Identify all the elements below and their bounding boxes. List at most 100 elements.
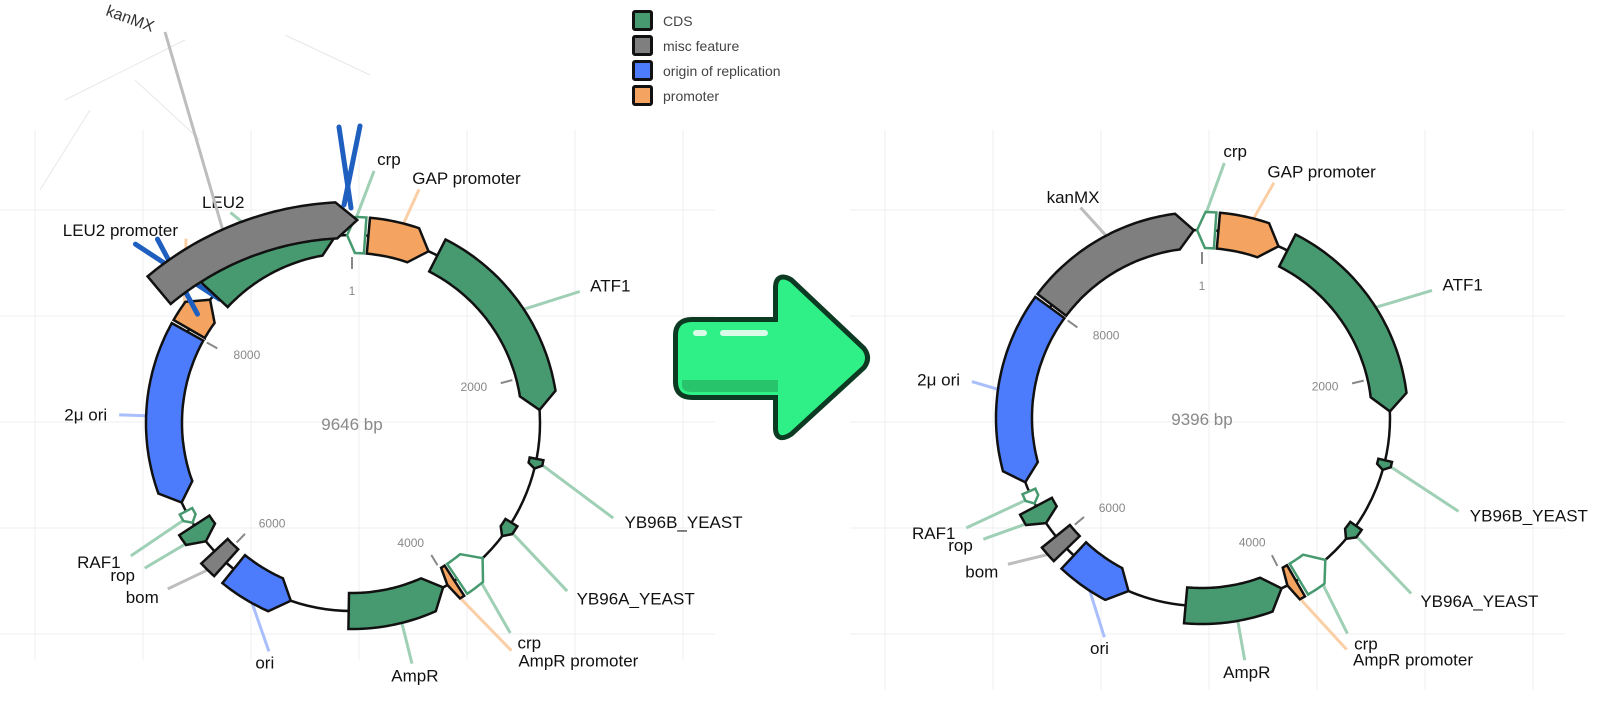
transition-arrow: [673, 274, 870, 441]
feature-label: LEU2: [202, 193, 245, 212]
feature-label: ori: [1090, 639, 1109, 658]
feature-leader-line: [1355, 535, 1413, 595]
feature-2u-ori[interactable]: 2μ ori: [64, 321, 205, 505]
legend-swatch-promoter: [632, 85, 653, 106]
feature-yb96b-yeast[interactable]: YB96B_YEAST: [527, 456, 743, 533]
excised-feature-kanmx[interactable]: kanMX: [39, 3, 371, 306]
feature-label: ori: [255, 654, 274, 673]
feature-label: YB96A_YEAST: [577, 589, 695, 608]
feature-shape[interactable]: [445, 552, 485, 596]
feature-shape[interactable]: [1182, 576, 1284, 626]
feature-leader-line: [459, 597, 513, 652]
feature-crp[interactable]: crp: [1195, 142, 1247, 250]
feature-label: GAP promoter: [1267, 162, 1376, 181]
feature-leader-line: [1079, 206, 1108, 237]
feature-label: AmpR promoter: [518, 652, 638, 671]
feature-leader-line: [982, 522, 1026, 541]
feature-label: crp: [1354, 634, 1378, 653]
feature-ampr[interactable]: AmpR: [1182, 576, 1284, 682]
feature-shape[interactable]: [145, 201, 360, 306]
feature-raf1[interactable]: RAF1: [912, 487, 1040, 543]
tick-mark: [1067, 319, 1078, 329]
feature-shape[interactable]: [220, 553, 293, 613]
feature-yb96b-yeast[interactable]: YB96B_YEAST: [1375, 457, 1588, 526]
feature-leader-line: [402, 188, 421, 225]
feature-label: ATF1: [1443, 276, 1483, 295]
feature-shape[interactable]: [365, 216, 431, 264]
feature-label: 2μ ori: [917, 371, 960, 390]
tick-label: 2000: [1312, 380, 1339, 394]
feature-shape[interactable]: [499, 517, 520, 538]
legend-item-misc-feature: misc feature: [632, 33, 781, 58]
legend-item-cds: CDS: [632, 8, 781, 33]
feature-raf1[interactable]: RAF1: [77, 506, 198, 572]
feature-bom[interactable]: bom: [965, 523, 1082, 581]
feature-atf1[interactable]: ATF1: [1277, 232, 1483, 414]
feature-shape[interactable]: [427, 237, 557, 412]
feature-kanmx[interactable]: kanMX: [1035, 188, 1196, 318]
deletion-cross-icon: [336, 123, 363, 211]
feature-leader-line: [1088, 590, 1106, 638]
feature-leader-line: [523, 290, 581, 311]
guide-line: [64, 39, 186, 101]
feature-shape[interactable]: [1040, 523, 1082, 563]
feature-label: YB96A_YEAST: [1420, 592, 1538, 611]
feature-label: AmpR: [1223, 663, 1270, 682]
tick-label: 2000: [461, 380, 488, 394]
feature-shape[interactable]: [171, 298, 216, 341]
tick-label: 1: [1199, 279, 1206, 293]
feature-rop[interactable]: rop: [948, 496, 1059, 555]
feature-shape[interactable]: [1215, 211, 1281, 259]
feature-shape[interactable]: [1287, 553, 1327, 597]
legend-swatch-cds: [632, 10, 653, 31]
feature-yb96a-yeast[interactable]: YB96A_YEAST: [1343, 520, 1538, 611]
feature-leader-line: [971, 380, 999, 391]
feature-shape[interactable]: [439, 563, 466, 600]
feature-2u-ori[interactable]: 2μ ori: [917, 295, 1067, 484]
feature-leader-line: [1205, 162, 1226, 213]
feature-shape[interactable]: [1059, 540, 1131, 602]
feature-ori[interactable]: ori: [1059, 540, 1131, 658]
tick-label: 6000: [259, 517, 286, 531]
feature-shape[interactable]: [144, 321, 205, 505]
feature-shape[interactable]: [527, 456, 545, 470]
feature-label: RAF1: [912, 524, 955, 543]
feature-shape[interactable]: [1035, 212, 1196, 318]
feature-shape[interactable]: [178, 506, 198, 525]
feature-gap-promoter[interactable]: GAP promoter: [1215, 162, 1376, 259]
legend-swatch-misc-feature: [632, 35, 653, 56]
feature-shape[interactable]: [199, 537, 240, 578]
feature-yb96a-yeast[interactable]: YB96A_YEAST: [499, 517, 695, 609]
feature-shape[interactable]: [1195, 210, 1218, 250]
feature-label: rop: [110, 566, 135, 585]
feature-shape[interactable]: [1343, 520, 1364, 541]
feature-leader-line: [1321, 583, 1349, 635]
feature-atf1[interactable]: ATF1: [427, 237, 630, 412]
feature-gap-promoter[interactable]: GAP promoter: [365, 169, 521, 264]
feature-rop[interactable]: rop: [110, 513, 217, 585]
legend-swatch-origin: [632, 60, 653, 81]
feature-shape[interactable]: [177, 513, 217, 547]
feature-shape[interactable]: [1281, 563, 1307, 601]
feature-shape[interactable]: [1375, 457, 1394, 472]
tick-mark: [500, 379, 513, 385]
feature-bom[interactable]: bom: [126, 537, 240, 607]
feature-shape[interactable]: [1018, 496, 1059, 527]
feature-crp[interactable]: crp: [345, 150, 401, 255]
feature-ampr-promoter[interactable]: AmpR promoter: [1281, 563, 1474, 670]
feature-leader-line: [1299, 598, 1348, 651]
feature-shape[interactable]: [1020, 487, 1040, 505]
feature-leader-line: [163, 31, 225, 230]
feature-crp[interactable]: crp: [1287, 553, 1378, 654]
feature-label: AmpR: [391, 666, 438, 685]
tick-label: 8000: [234, 348, 261, 362]
feature-shape[interactable]: [994, 295, 1067, 484]
feature-ori[interactable]: ori: [220, 553, 293, 673]
feature-shape[interactable]: [347, 576, 445, 631]
feature-shape[interactable]: [1277, 232, 1408, 414]
feature-label: kanMX: [104, 3, 157, 36]
feature-crp[interactable]: crp: [445, 552, 541, 653]
feature-ampr-promoter[interactable]: AmpR promoter: [439, 563, 639, 671]
feature-ampr[interactable]: AmpR: [347, 576, 445, 685]
